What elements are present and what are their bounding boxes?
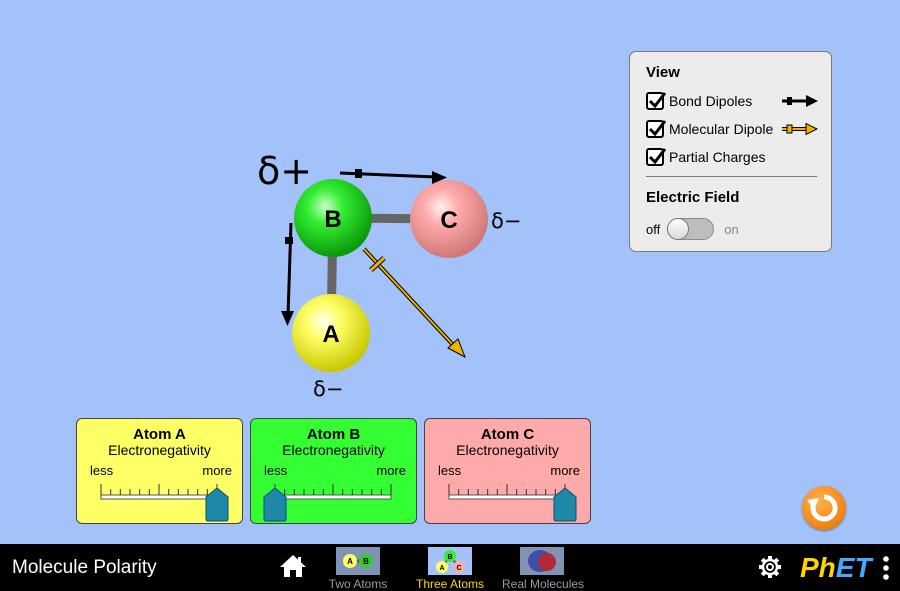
bond-dipole-arrow-icon <box>782 95 818 107</box>
en-more-label: more <box>550 463 580 478</box>
checkbox-box[interactable] <box>646 92 666 110</box>
electric-field-toggle[interactable] <box>667 218 715 240</box>
reset-all-button[interactable] <box>802 486 846 530</box>
screen-tab-three-atoms[interactable]: B A C Three Atoms <box>410 545 490 591</box>
electric-field-toggle-row: off on <box>646 218 739 240</box>
molecular-dipole <box>362 247 466 359</box>
slider-track[interactable] <box>100 494 218 500</box>
en-panel-subtitle: Electronegativity <box>108 442 211 458</box>
electronegativity-slider-c[interactable] <box>425 419 592 525</box>
en-panel-title: Atom C <box>480 426 535 443</box>
screen-tab-label: Three Atoms <box>415 577 485 591</box>
screen-tab-label: Real Molecules <box>502 577 585 591</box>
toggle-knob[interactable] <box>667 218 690 240</box>
atom-a[interactable]: A <box>292 294 370 372</box>
checkbox-box[interactable] <box>646 120 666 138</box>
svg-text:A: A <box>322 321 339 348</box>
atom-c[interactable]: C <box>410 180 488 258</box>
partial-charges-checkbox[interactable]: Partial Charges <box>646 148 766 166</box>
screen-tab-real-molecules[interactable]: Real Molecules <box>502 545 585 591</box>
svg-text:C: C <box>440 207 457 234</box>
more-menu-icon[interactable] <box>882 556 890 580</box>
slider-thumb[interactable] <box>553 487 577 522</box>
toggle-on-label: on <box>724 221 739 237</box>
atom-b[interactable]: B <box>294 179 372 257</box>
partial-charge-a: δ− <box>313 377 343 401</box>
partial-charges-label: Partial Charges <box>669 149 766 165</box>
panel-divider <box>646 176 817 177</box>
electronegativity-panel-atom-b: Atom B Electronegativity less more <box>250 418 417 524</box>
play-area: C A B δ+ δ− <box>76 51 846 530</box>
phet-logo[interactable]: PhET <box>800 552 872 583</box>
gear-icon[interactable] <box>759 556 781 578</box>
svg-text:A: A <box>347 557 353 566</box>
two-atoms-thumbnail-icon: A B <box>336 547 380 575</box>
en-panel-title: Atom B <box>306 426 361 443</box>
en-panel-subtitle: Electronegativity <box>282 442 385 458</box>
sim-title: Molecule Polarity <box>12 557 157 578</box>
home-icon[interactable] <box>280 554 306 578</box>
molecular-dipole-arrow-icon <box>782 122 818 136</box>
reset-icon <box>807 494 838 522</box>
toggle-off-label: off <box>646 221 661 237</box>
molecular-dipole-label: Molecular Dipole <box>669 121 774 137</box>
molecule-scene: C A B δ+ δ− <box>257 149 521 401</box>
svg-text:B: B <box>363 557 369 566</box>
real-molecules-thumbnail-icon <box>520 547 564 575</box>
bond-dipole-b-c <box>339 169 447 184</box>
en-less-label: less <box>438 463 462 478</box>
electronegativity-slider-b[interactable] <box>251 419 418 525</box>
screen-tab-two-atoms[interactable]: A B Two Atoms <box>318 545 398 591</box>
slider-thumb[interactable] <box>263 487 287 522</box>
three-atoms-thumbnail-icon: B A C <box>428 547 472 575</box>
slider-track[interactable] <box>448 494 566 500</box>
en-panel-title: Atom A <box>133 426 186 443</box>
partial-charge-c: δ− <box>491 209 521 233</box>
electronegativity-panel-atom-a: Atom A Electronegativity less more <box>76 418 243 524</box>
molecular-dipole-checkbox[interactable]: Molecular Dipole <box>646 120 818 138</box>
en-more-label: more <box>376 463 406 478</box>
en-less-label: less <box>90 463 114 478</box>
navigation-bar: Molecule Polarity A B Two Atoms B A C Th… <box>0 544 900 591</box>
en-panel-subtitle: Electronegativity <box>456 442 559 458</box>
partial-charge-b: δ+ <box>257 149 312 193</box>
svg-text:B: B <box>447 554 452 561</box>
slider-thumb[interactable] <box>205 487 229 522</box>
bond-dipole-b-a <box>281 222 294 326</box>
screen-tab-label: Two Atoms <box>328 577 388 591</box>
svg-text:C: C <box>456 565 461 572</box>
en-more-label: more <box>202 463 232 478</box>
electronegativity-slider-a[interactable] <box>77 419 244 525</box>
svg-text:B: B <box>324 206 341 233</box>
en-less-label: less <box>264 463 288 478</box>
bond-dipoles-label: Bond Dipoles <box>669 93 753 109</box>
bond-dipoles-checkbox[interactable]: Bond Dipoles <box>646 92 818 110</box>
slider-track[interactable] <box>274 494 392 500</box>
electric-field-title: Electric Field <box>646 189 740 206</box>
electronegativity-panel-atom-c: Atom C Electronegativity less more <box>424 418 591 524</box>
svg-text:A: A <box>439 565 444 572</box>
view-title: View <box>646 64 680 81</box>
view-panel: View Bond Dipoles Molecular Dipole Parti… <box>629 51 832 252</box>
checkbox-box[interactable] <box>646 148 666 166</box>
